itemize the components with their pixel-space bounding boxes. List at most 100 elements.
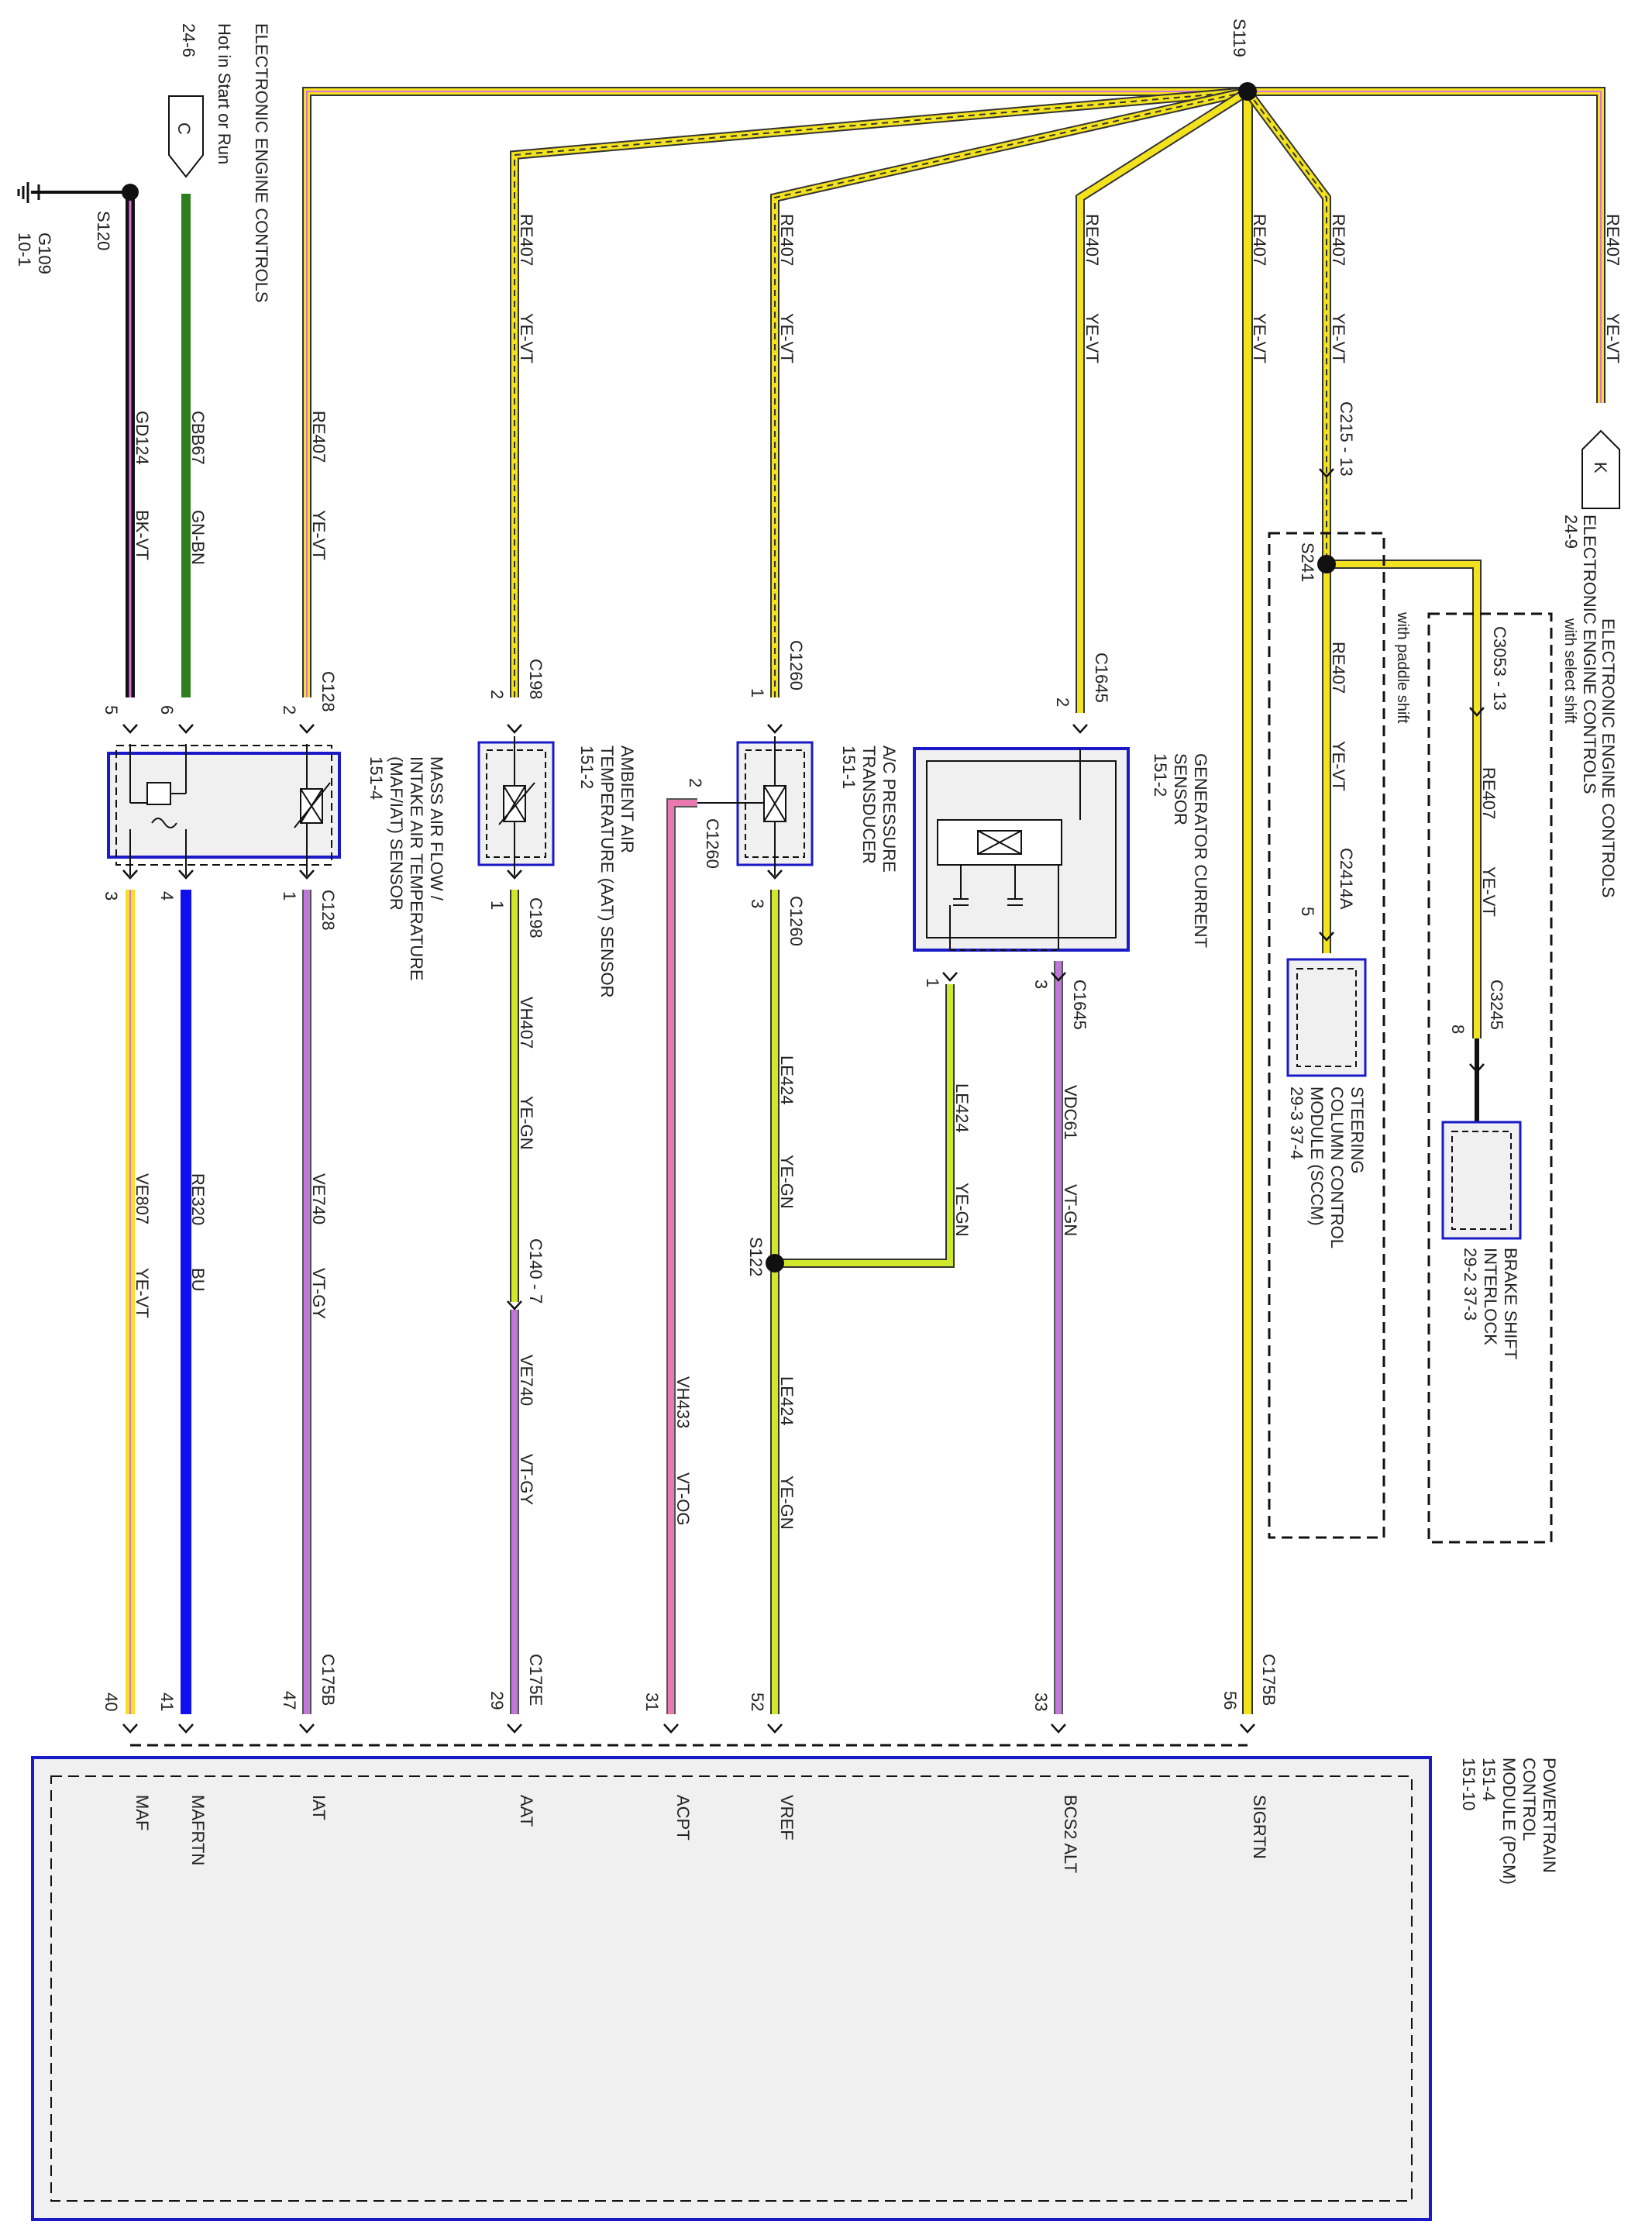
labels: S120 G109 10-1 24-6 C Hot in Start or Ru…	[15, 19, 1623, 1885]
wire-color: VT-OG	[673, 1472, 693, 1525]
pcm-module	[31, 1744, 1432, 2221]
sccm-name: MODULE (SCCM)	[1307, 1087, 1327, 1226]
connector-label: C175B	[1259, 1654, 1279, 1706]
sccm-name: STEERING	[1347, 1087, 1367, 1173]
connector-label: C175B	[318, 1654, 338, 1706]
maf-name: 151-4	[367, 756, 386, 800]
eec-k-label: ELECTRONIC ENGINE CONTROLS	[1580, 515, 1599, 794]
splice-s122	[766, 1254, 784, 1272]
wire-color: YE-GN	[517, 1096, 536, 1150]
connector-label: C215 - 13	[1337, 401, 1356, 477]
wire-label: RE407	[777, 214, 797, 266]
wire-label: RE407	[1250, 214, 1269, 266]
s120-label: S120	[94, 211, 113, 250]
connector-arrows	[122, 468, 1485, 1734]
eec-title-label: ELECTRONIC ENGINE CONTROLS	[252, 23, 271, 303]
connector-arrow-mark	[507, 724, 522, 734]
wire-label: LE424	[777, 1376, 797, 1426]
ref-10-1-label: 10-1	[15, 232, 34, 267]
paddle-shift-note: with paddle shift	[1394, 611, 1411, 724]
pin-label: 31	[642, 1693, 662, 1711]
pcm-pin-label: BCS2 ALT	[1061, 1795, 1080, 1873]
wire-vh433	[666, 798, 697, 1714]
maf-pin: 6	[157, 705, 177, 715]
wire-color: YE-VT	[1250, 313, 1269, 363]
wire-color: YE-VT	[1603, 313, 1623, 363]
maf-name: MASS AIR FLOW /	[427, 756, 446, 901]
aat-name: AMBIENT AIR	[618, 746, 637, 853]
bsi-name: BRAKE SHIFT	[1501, 1248, 1520, 1359]
connector-pin: 2	[1053, 697, 1072, 707]
connector-pin: 1	[487, 901, 507, 910]
connector-pin: 56	[1220, 1691, 1240, 1710]
wire-label: RE407	[1603, 214, 1623, 266]
pcm-name: 151-4	[1479, 1758, 1499, 1801]
wire-le424-gen	[775, 984, 955, 1268]
wire-color: BK-VT	[133, 510, 152, 560]
sccm-name: 29-3 37-4	[1287, 1087, 1306, 1159]
wire-label: RE407	[1479, 767, 1499, 819]
connector-pin: 8	[1448, 1025, 1468, 1034]
pcm-name: POWERTRAIN	[1540, 1758, 1559, 1873]
connector-arrow-mark	[122, 1724, 138, 1734]
connector-arrow-mark	[1051, 1724, 1066, 1734]
connector-c-symbol	[168, 95, 204, 178]
wire-re407-acpt	[770, 87, 1249, 697]
connector-arrow-mark	[1051, 972, 1066, 982]
connector-c-label: C	[174, 122, 194, 135]
connector-label: C1645	[1070, 980, 1089, 1030]
connector-arrow-mark	[178, 870, 194, 880]
pcm-pin-label: MAF	[133, 1795, 152, 1830]
connector-label: C1260	[786, 640, 806, 690]
connector-arrow-mark	[122, 724, 138, 734]
connector-arrow-mark	[767, 1724, 783, 1734]
maf-name: INTAKE AIR TEMPERATURE	[407, 756, 426, 981]
connector-arrow-mark	[507, 870, 522, 880]
connector-arrow-mark	[1469, 707, 1485, 717]
connector-label: C3245	[1487, 980, 1506, 1030]
gen-name: SENSOR	[1171, 753, 1190, 825]
paddle-shift-box	[1268, 532, 1385, 1539]
bsi-name: INTERLOCK	[1481, 1248, 1500, 1345]
gen-name: GENERATOR CURRENT	[1191, 753, 1210, 948]
connector-arrow-mark	[178, 724, 194, 734]
wire-color: VT-GY	[309, 1268, 329, 1319]
wire-label: LE424	[777, 1056, 797, 1105]
connector-label: C198	[526, 659, 546, 700]
sccm-name: COLUMN CONTROL	[1327, 1087, 1347, 1248]
connector-label: C3053 - 13	[1490, 626, 1509, 711]
acpt-name: TRANSDUCER	[859, 746, 879, 864]
connector-label: C1260	[703, 818, 722, 869]
splice-s241	[1317, 555, 1336, 573]
select-shift-box	[1427, 612, 1553, 1544]
connector-pin: 3	[748, 899, 767, 908]
select-shift-note: with select shift	[1561, 618, 1578, 724]
pin-label: 41	[157, 1693, 177, 1711]
wire-color: YE-GN	[777, 1155, 797, 1209]
generator-current-sensor	[913, 747, 1130, 952]
pcm-pin-label: ACPT	[673, 1795, 693, 1841]
wire-re407-aat	[510, 87, 1248, 697]
wire-label: VDC61	[1061, 1085, 1080, 1140]
maf-pin: 3	[102, 891, 121, 901]
wire-re407-k	[1248, 87, 1606, 403]
splice-label: S241	[1298, 542, 1317, 582]
connector-pin: 5	[1298, 907, 1317, 916]
wire-color: YE-VT	[777, 313, 797, 363]
pcm-pin-label: SIGRTN	[1250, 1795, 1269, 1859]
connector-arrow-mark	[767, 870, 783, 880]
wire-color: VT-GN	[1061, 1184, 1080, 1236]
pin-label: 52	[748, 1693, 767, 1711]
pcm-name: CONTROL	[1519, 1758, 1539, 1841]
wire-label: VE807	[133, 1173, 152, 1224]
connector-label: C198	[526, 897, 546, 938]
wire-label: RE320	[188, 1173, 208, 1225]
maf-pin: 5	[102, 705, 121, 715]
acpt-name: 151-1	[839, 746, 859, 789]
wires-layer	[126, 87, 1606, 1714]
wire-color: YE-VT	[133, 1268, 152, 1318]
s119-label: S119	[1230, 19, 1249, 57]
wire-re407-gen	[1076, 87, 1251, 713]
ref-24-6-label: 24-6	[179, 23, 198, 57]
